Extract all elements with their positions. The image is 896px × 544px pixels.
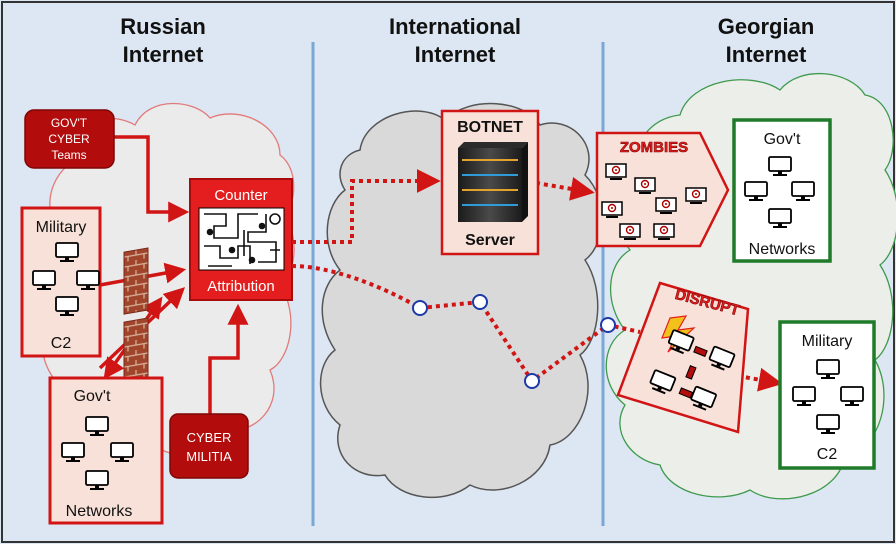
russian-govt-subtitle: Networks [66, 503, 133, 520]
georgian-govt-networks-box: Gov't Networks [732, 118, 832, 263]
russian-military-title: Military [36, 219, 87, 236]
georgian-military-title: Military [802, 333, 853, 350]
disrupt-panel: DISRUPT [616, 281, 750, 434]
cyber-militia-line2: MILITIA [186, 449, 232, 464]
dotted-routes [291, 169, 783, 392]
georgian-govt-subtitle: Networks [749, 241, 816, 258]
route-nodes [412, 294, 616, 389]
zombies-panel: ZOMBIES [595, 131, 730, 248]
counter-attribution-box: Counter Attribution [189, 178, 293, 301]
counter-attribution-bottom: Attribution [207, 278, 275, 295]
georgian-internet-heading-line1: Georgian [718, 14, 815, 39]
russian-govt-networks-box: Gov't Networks [48, 376, 164, 525]
govt-cyber-teams-line3: Teams [51, 148, 86, 162]
russian-military-subtitle: C2 [51, 335, 72, 352]
govt-cyber-teams-line1: GOV'T [51, 116, 88, 130]
govt-cyber-teams-box: GOV'T CYBER Teams [24, 109, 115, 169]
cyber-militia-box: CYBER MILITIA [169, 413, 249, 479]
server-icon [458, 142, 528, 222]
international-internet-heading-line1: International [389, 14, 521, 39]
zombies-label: ZOMBIES [620, 139, 688, 156]
russian-internet-heading-line1: Russian [120, 14, 206, 39]
maze-lines [204, 213, 281, 267]
russian-govt-title: Gov't [74, 388, 111, 405]
georgian-govt-title: Gov't [764, 131, 801, 148]
georgian-military-box: Military C2 [778, 320, 876, 470]
counter-attribution-top: Counter [214, 187, 267, 204]
international-internet-heading-line2: Internet [415, 42, 496, 67]
cyber-militia-line1: CYBER [187, 430, 232, 445]
georgian-military-subtitle: C2 [817, 446, 838, 463]
botnet-label: BOTNET [457, 119, 523, 136]
govt-cyber-teams-line2: CYBER [48, 132, 90, 146]
firewall-lower [123, 317, 149, 385]
russian-internet-heading-line2: Internet [123, 42, 204, 67]
botnet-server-box: BOTNET Server [440, 109, 540, 256]
georgian-internet-heading-line2: Internet [726, 42, 807, 67]
firewall-upper [123, 247, 149, 315]
russian-military-box: Military C2 [20, 206, 102, 358]
server-label: Server [465, 232, 515, 249]
